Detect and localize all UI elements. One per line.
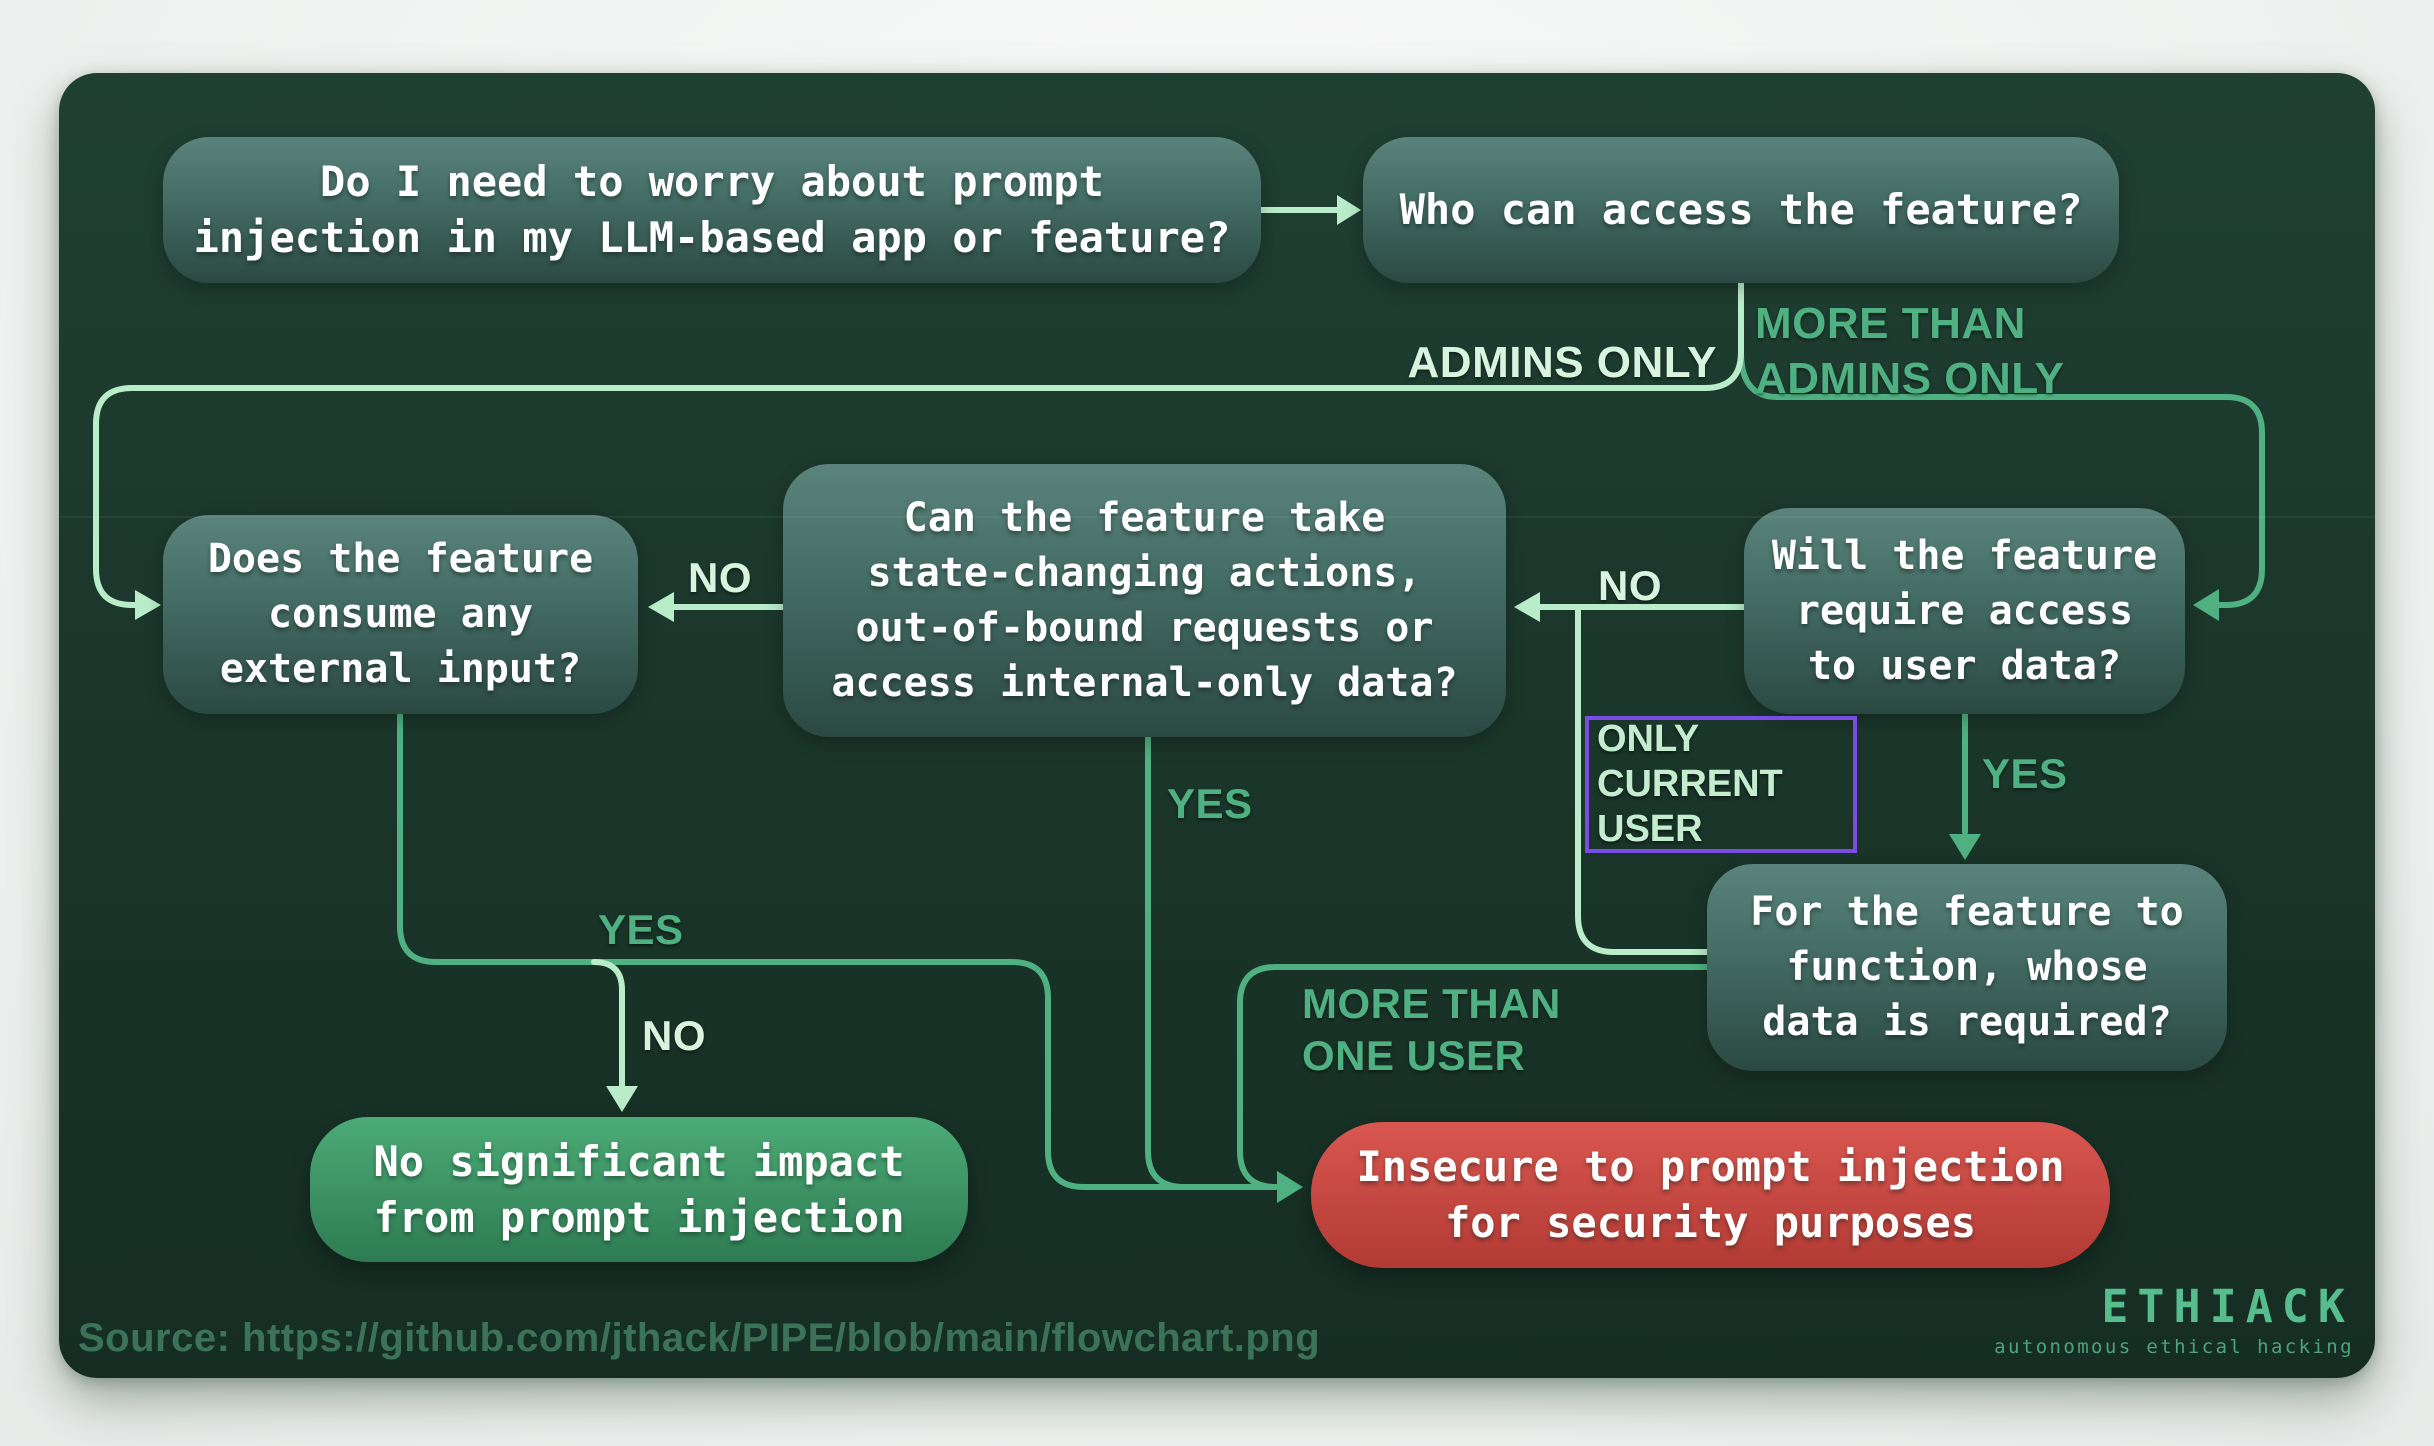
arrowhead-into-userdata [2193, 589, 2219, 621]
edge-only-current-user [1575, 604, 1710, 955]
node-question-who-can-access: Who can access the feature? [1363, 137, 2119, 283]
edge-admins-only [93, 349, 1744, 608]
only-current-user-box: ONLY CURRENT USER [1585, 716, 1857, 853]
ethiack-wordmark: ETHIACK [2101, 1280, 2354, 1333]
node-question-whose-data: For the feature to function, whose data … [1707, 864, 2227, 1071]
label-no-external: NO [642, 1012, 706, 1059]
node-question-user-data: Will the feature require access to user … [1744, 508, 2185, 714]
label-yes-actions: YES [1167, 780, 1253, 827]
arrowhead-into-access [1337, 195, 1361, 225]
node-question-state-changing-actions: Can the feature take state-changing acti… [783, 464, 1506, 737]
arrowhead-into-actions-right [1514, 592, 1540, 622]
node-question-external-input: Does the feature consume any external in… [163, 515, 638, 714]
arrowhead-into-actions-left [648, 592, 674, 622]
label-yes-external: YES [598, 906, 684, 953]
label-yes-userdata: YES [1982, 750, 2068, 797]
source-url-text: Source: https://github.com/jthack/PIPE/b… [78, 1316, 1321, 1360]
label-no-actions: NO [688, 554, 752, 601]
arrowhead-into-external [135, 590, 161, 620]
label-admins-only: ADMINS ONLY [1407, 338, 1717, 387]
node-question-worry: Do I need to worry about prompt injectio… [163, 137, 1261, 283]
result-insecure: Insecure to prompt injection for securit… [1311, 1122, 2110, 1268]
label-more-than-one-user: MORE THAN ONE USER [1302, 980, 1561, 1079]
edge-more-than-one-user [1237, 964, 1710, 1190]
edge-external-yes [397, 711, 1274, 1190]
edge-more-than-admins [1738, 349, 2265, 608]
arrowhead-into-safe [606, 1086, 638, 1112]
label-more-than-admins-only: MORE THAN ADMINS ONLY [1755, 299, 2065, 403]
label-no-userdata: NO [1598, 562, 1662, 609]
result-no-significant-impact: No significant impact from prompt inject… [310, 1117, 968, 1262]
ethiack-logo: ETHIACK autonomous ethical hacking [1994, 1284, 2354, 1358]
ethiack-tagline: autonomous ethical hacking [1994, 1336, 2354, 1358]
arrowhead-into-insecure [1277, 1171, 1303, 1203]
edge-external-no [591, 959, 625, 1089]
arrowhead-into-whose [1949, 834, 1981, 860]
label-only-current-user: ONLY CURRENT USER [1597, 718, 1783, 850]
edge-actions-yes [1145, 734, 1274, 1190]
